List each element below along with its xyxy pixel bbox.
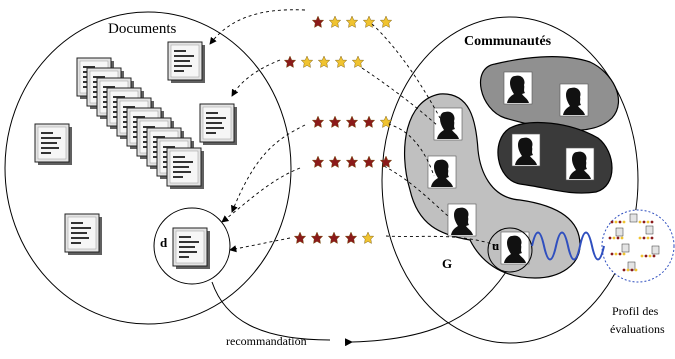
star-icon xyxy=(311,115,325,128)
wave-link xyxy=(531,231,605,261)
user-silhouette-icon xyxy=(565,147,595,181)
profile-label-line2: évaluations xyxy=(610,322,665,336)
star-icon xyxy=(610,252,614,256)
star-icon xyxy=(361,231,375,244)
star-icon xyxy=(614,252,618,256)
star-icon xyxy=(327,231,341,244)
star-icon xyxy=(344,231,358,244)
rating-1 xyxy=(311,15,393,28)
star-icon xyxy=(638,220,642,224)
user-u-circle xyxy=(487,227,533,273)
star-icon xyxy=(650,236,654,240)
star-icon xyxy=(646,236,650,240)
star-icon xyxy=(362,15,376,28)
star-icon xyxy=(283,55,297,68)
star-icon xyxy=(334,55,348,68)
star-icon xyxy=(616,236,620,240)
star-icon xyxy=(622,220,626,224)
rating-5 xyxy=(293,231,375,244)
star-icon xyxy=(351,55,365,68)
rating-3 xyxy=(311,115,393,128)
profile-circle xyxy=(601,209,675,283)
documents-circle xyxy=(4,11,292,325)
star-icon xyxy=(646,220,650,224)
profile-evaluations-marks xyxy=(608,213,660,272)
user-silhouette-icon xyxy=(447,203,477,237)
group-g-label: G xyxy=(442,256,452,271)
star-icon xyxy=(345,115,359,128)
star-icon xyxy=(328,15,342,28)
star-icon xyxy=(642,220,646,224)
document-icon xyxy=(34,123,73,166)
star-icon xyxy=(345,155,359,168)
profile-label-line1: Profil des xyxy=(612,304,659,318)
recommendation-label: recommandation xyxy=(226,334,307,348)
document-icon xyxy=(629,213,638,223)
star-icon xyxy=(610,220,614,224)
document-icon xyxy=(172,227,211,270)
star-icon xyxy=(622,252,626,256)
star-icon xyxy=(293,231,307,244)
star-icon xyxy=(310,231,324,244)
ratings-layer xyxy=(283,15,393,244)
star-icon xyxy=(620,236,624,240)
document-icon xyxy=(621,243,630,253)
rating-4 xyxy=(311,155,393,168)
star-icon xyxy=(328,115,342,128)
document-icon xyxy=(645,225,654,235)
document-icon xyxy=(64,213,103,256)
star-icon xyxy=(345,15,359,28)
star-icon xyxy=(652,254,656,258)
star-icon xyxy=(618,252,622,256)
user-silhouette-icon xyxy=(503,71,533,105)
document-icon xyxy=(199,103,238,146)
doc-d-label: d xyxy=(160,235,168,250)
star-icon xyxy=(300,55,314,68)
rating-2 xyxy=(283,55,365,68)
star-icon xyxy=(634,268,638,272)
rating-arrows xyxy=(209,9,499,253)
star-icon xyxy=(618,220,622,224)
star-icon xyxy=(622,268,626,272)
document-icon xyxy=(651,245,660,255)
star-icon xyxy=(311,155,325,168)
user-silhouette-icon xyxy=(500,231,530,265)
star-icon xyxy=(317,55,331,68)
star-icon xyxy=(608,236,612,240)
star-icon xyxy=(626,268,630,272)
star-icon xyxy=(640,254,644,258)
star-icon xyxy=(311,15,325,28)
documents-title: Documents xyxy=(108,21,176,37)
star-icon xyxy=(362,155,376,168)
star-icon xyxy=(379,15,393,28)
communities-title: Communautés xyxy=(464,34,552,49)
star-icon xyxy=(612,236,616,240)
star-icon xyxy=(650,220,654,224)
star-icon xyxy=(328,155,342,168)
star-icon xyxy=(379,115,393,128)
star-icon xyxy=(638,236,642,240)
user-u-label: u xyxy=(492,238,499,253)
document-icon xyxy=(167,41,206,84)
star-icon xyxy=(614,220,618,224)
star-icon xyxy=(362,115,376,128)
recommendation-arrow xyxy=(344,271,507,347)
star-icon xyxy=(642,236,646,240)
communities-circle xyxy=(381,16,639,344)
user-silhouette-icon xyxy=(433,107,463,141)
community-group-mid xyxy=(479,56,619,131)
star-icon xyxy=(648,254,652,258)
recommendation-curve-left xyxy=(211,281,331,341)
star-icon xyxy=(644,254,648,258)
document-icon xyxy=(615,227,624,237)
user-silhouette-icon xyxy=(559,83,589,117)
star-icon xyxy=(630,268,634,272)
user-silhouette-icon xyxy=(511,133,541,167)
